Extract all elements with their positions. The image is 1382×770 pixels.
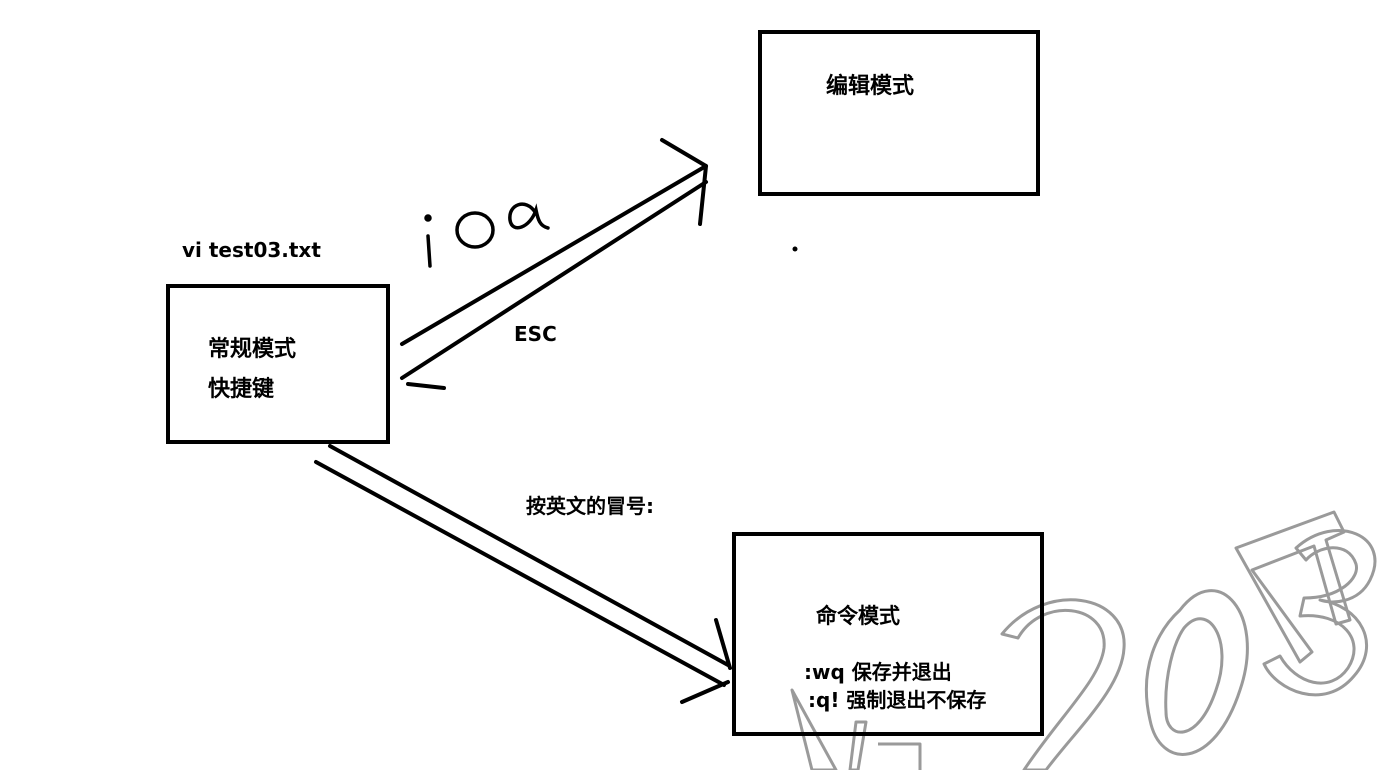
edit-mode-box: [758, 30, 1040, 196]
save-quit-command: :wq 保存并退出: [804, 660, 952, 684]
command-mode-box: [732, 532, 1044, 736]
command-mode-title: 命令模式: [816, 604, 900, 628]
arrow-normal-to-command: [314, 444, 732, 704]
arrow-edit-to-normal-head: [406, 382, 446, 390]
edit-mode-title: 编辑模式: [826, 74, 915, 99]
handwritten-keys-i-o-a: [424, 202, 550, 268]
watermark: [790, 510, 1377, 770]
command-hint-label: 按英文的冒号:: [526, 494, 654, 518]
normal-mode-box: [166, 284, 390, 444]
stray-dot: [792, 246, 798, 252]
arrow-normal-to-edit: [400, 138, 708, 380]
normal-mode-title: 常规模式: [208, 337, 297, 362]
force-quit-command: :q! 强制退出不保存: [808, 688, 987, 712]
esc-label: ESC: [514, 322, 557, 346]
normal-mode-subtitle: 快捷键: [208, 377, 275, 402]
vi-command-label: vi test03.txt: [182, 238, 321, 262]
